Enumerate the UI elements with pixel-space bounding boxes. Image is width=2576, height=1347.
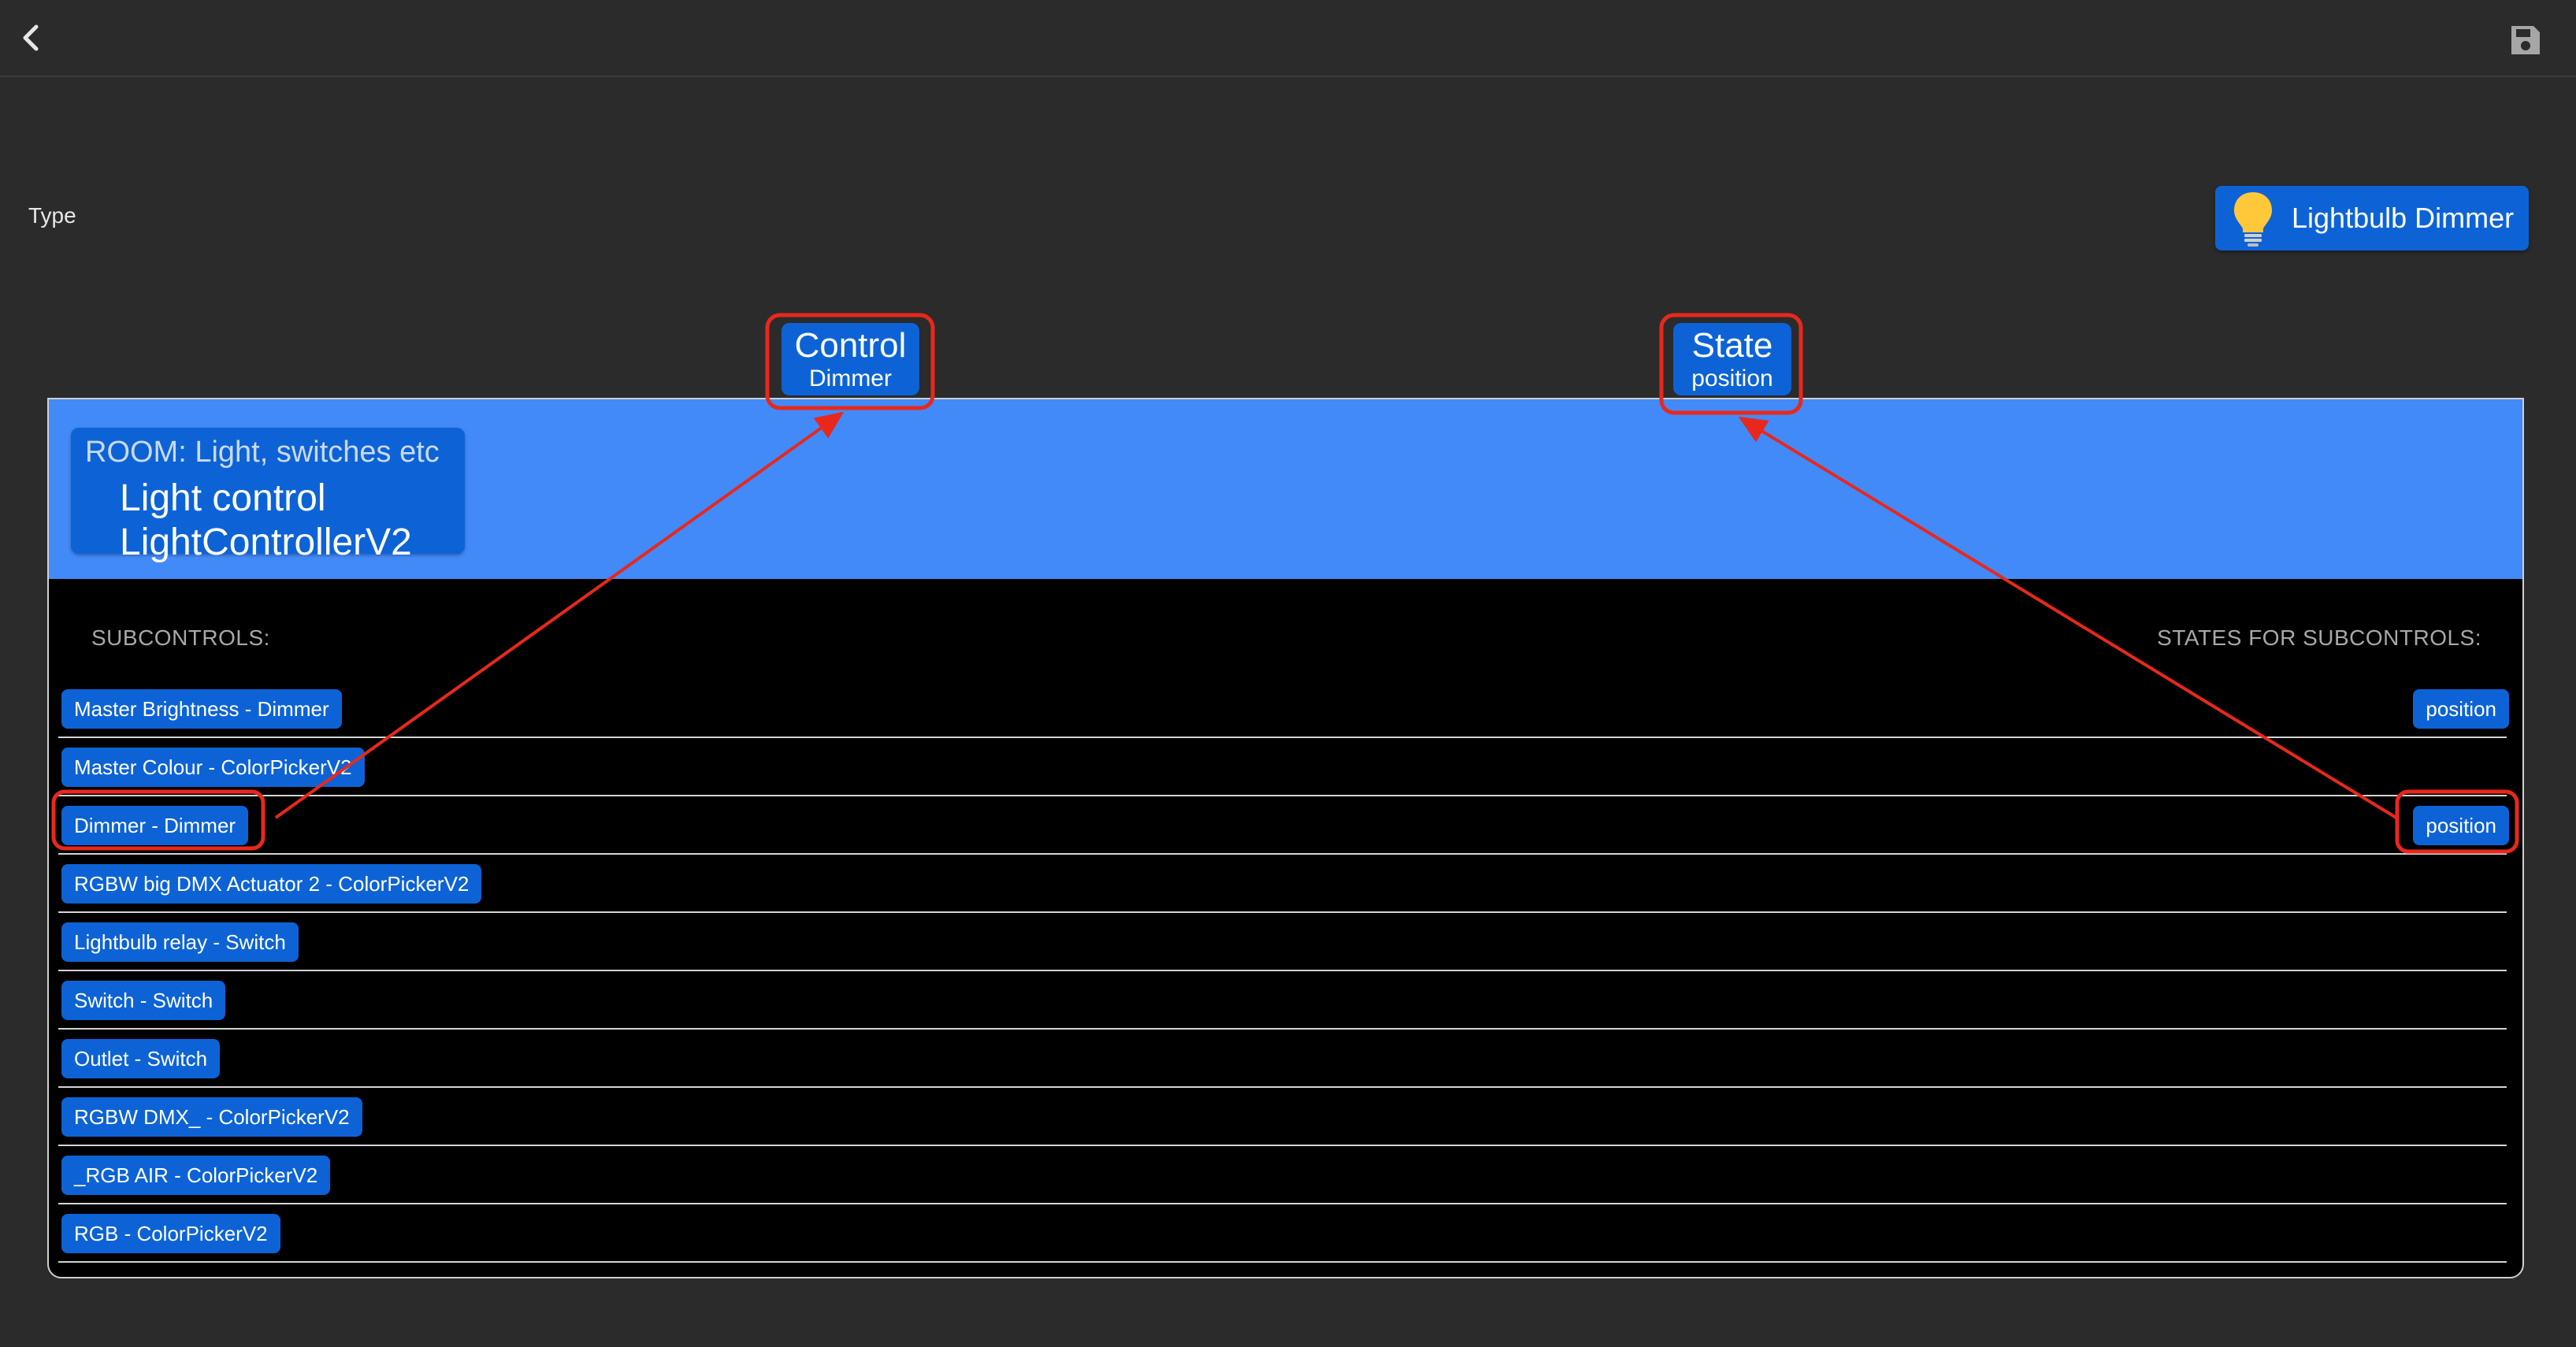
subcontrol-row: Dimmer - Dimmer position [58,798,2509,855]
subcontrol-row: Lightbulb relay - Switch [58,915,2507,971]
subcontrol-row: RGBW big DMX Actuator 2 - ColorPickerV2 [58,856,2507,913]
control-column-label: Control Dimmer [781,323,919,395]
subcontrol-row: Master Brightness - Dimmer position [58,681,2509,738]
subcontrol-chip[interactable]: RGBW DMX_ - ColorPickerV2 [61,1097,362,1137]
subcontrol-row: Master Colour - ColorPickerV2 [58,740,2507,796]
back-button[interactable] [11,17,52,58]
subcontrol-row: _RGB AIR - ColorPickerV2 [58,1148,2507,1204]
control-name: Light control [120,477,326,519]
subcontrol-chip[interactable]: Switch - Switch [61,981,226,1020]
subcontrol-chip[interactable]: RGB - ColorPickerV2 [61,1214,280,1253]
subcontrol-chip[interactable]: Dimmer - Dimmer [61,806,249,845]
states-heading: STATES FOR SUBCONTROLS: [2157,625,2481,650]
control-type: LightControllerV2 [120,521,412,563]
room-card[interactable]: ROOM: Light, switches etc Light control … [71,428,465,563]
state-chip[interactable]: position [2413,689,2509,729]
subcontrol-chip[interactable]: Lightbulb relay - Switch [61,922,299,962]
state-title: State [1691,326,1773,365]
subcontrol-chip[interactable]: _RGB AIR - ColorPickerV2 [61,1156,331,1195]
panel-header: ROOM: Light, switches etc Light control … [49,399,2522,579]
subcontrol-row: RGB - ColorPickerV2 [58,1206,2507,1263]
room-name: ROOM: Light, switches etc [85,436,440,469]
state-column-label: State position [1673,323,1791,395]
floppy-disk-icon [2511,26,2540,54]
subcontrol-row: Switch - Switch [58,973,2507,1030]
save-button[interactable] [2505,20,2546,61]
subcontrol-chip[interactable]: RGBW big DMX Actuator 2 - ColorPickerV2 [61,864,482,904]
type-value: Lightbulb Dimmer [2292,202,2515,234]
subcontrol-chip[interactable]: Outlet - Switch [61,1039,221,1078]
state-chip[interactable]: position [2413,806,2509,845]
subcontrol-chip[interactable]: Master Brightness - Dimmer [61,689,342,729]
type-label: Type [28,203,76,228]
type-selector[interactable]: Lightbulb Dimmer [2215,186,2529,250]
lightbulb-icon [2234,192,2272,247]
chevron-left-icon [23,24,39,51]
control-subtitle: Dimmer [809,366,892,391]
state-subtitle: position [1691,366,1773,391]
subcontrol-row: RGBW DMX_ - ColorPickerV2 [58,1089,2507,1146]
subcontrol-chip[interactable]: Master Colour - ColorPickerV2 [61,748,365,787]
control-title: Control [794,326,907,365]
top-app-bar [0,0,2576,77]
subcontrol-row: Outlet - Switch [58,1031,2507,1088]
control-panel: ROOM: Light, switches etc Light control … [47,398,2524,1278]
subcontrols-heading: SUBCONTROLS: [91,625,270,650]
